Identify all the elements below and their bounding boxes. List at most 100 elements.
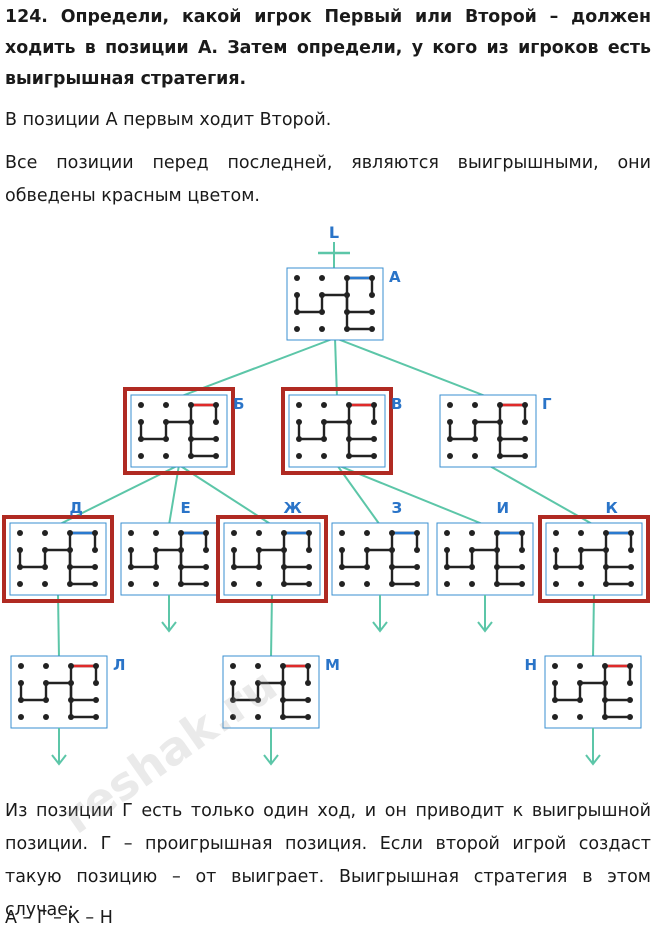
grid-dot <box>67 547 73 553</box>
grid-dot <box>128 530 134 536</box>
grid-dot <box>231 564 237 570</box>
grid-dot <box>414 530 420 536</box>
grid-dot <box>552 697 558 703</box>
grid-dot <box>43 663 49 669</box>
grid-dot <box>494 530 500 536</box>
grid-dot <box>255 680 261 686</box>
grid-dot <box>163 453 169 459</box>
grid-dot <box>346 402 352 408</box>
grid-dot <box>163 402 169 408</box>
grid-dot <box>296 436 302 442</box>
grid-dot <box>178 564 184 570</box>
arrow-head <box>372 621 388 633</box>
grid-dot <box>294 292 300 298</box>
grid-dot <box>389 581 395 587</box>
grid-dot <box>153 581 159 587</box>
position-label-I: И <box>497 499 510 517</box>
grid-dot <box>369 326 375 332</box>
grid-dot <box>281 530 287 536</box>
grid-dot <box>627 697 633 703</box>
grid-dot <box>447 453 453 459</box>
grid-dot <box>213 436 219 442</box>
grid-dot <box>444 530 450 536</box>
task-title: 124. Определи, какой игрок Первый или Вт… <box>5 7 651 89</box>
grid-dot <box>578 530 584 536</box>
position-Zh: Ж <box>216 499 328 603</box>
position-Z: З <box>331 499 429 596</box>
grid-dot <box>522 419 528 425</box>
grid-dot <box>230 697 236 703</box>
grid-dot <box>603 530 609 536</box>
start-label: L <box>329 223 339 242</box>
grid-dot <box>296 419 302 425</box>
grid-dot <box>339 530 345 536</box>
grid-dot <box>138 453 144 459</box>
grid-dot <box>444 581 450 587</box>
grid-dot <box>93 663 99 669</box>
grid-dot <box>67 564 73 570</box>
grid-dot <box>138 419 144 425</box>
position-G: Г <box>439 394 552 468</box>
position-frame <box>331 522 429 596</box>
grid-dot <box>364 530 370 536</box>
grid-dot <box>153 530 159 536</box>
grid-dot <box>163 419 169 425</box>
grid-dot <box>346 436 352 442</box>
grid-dot <box>414 564 420 570</box>
solution-paragraph-2: Все позиции перед последней, являются вы… <box>5 153 651 206</box>
grid-dot <box>128 581 134 587</box>
grid-dot <box>578 564 584 570</box>
grid-dot <box>371 419 377 425</box>
position-label-Zh: Ж <box>284 499 303 517</box>
grid-dot <box>153 547 159 553</box>
grid-dot <box>68 680 74 686</box>
grid-dot <box>577 663 583 669</box>
grid-dot <box>344 275 350 281</box>
grid-dot <box>344 309 350 315</box>
grid-dot <box>319 326 325 332</box>
grid-dot <box>68 714 74 720</box>
grid-dot <box>346 419 352 425</box>
grid-dot <box>188 419 194 425</box>
arrow-head <box>585 754 601 766</box>
grid-dot <box>17 581 23 587</box>
position-M: М <box>222 655 340 729</box>
grid-dot <box>128 564 134 570</box>
grid-dot <box>339 547 345 553</box>
grid-dot <box>280 680 286 686</box>
grid-dot <box>296 453 302 459</box>
grid-dot <box>602 663 608 669</box>
grid-dot <box>294 309 300 315</box>
winning-highlight <box>123 387 235 475</box>
grid-dot <box>255 697 261 703</box>
arrow-head <box>477 621 493 633</box>
grid-dot <box>256 581 262 587</box>
grid-dot <box>230 680 236 686</box>
grid-dot <box>472 453 478 459</box>
grid-dot <box>68 663 74 669</box>
grid-dot <box>469 530 475 536</box>
position-label-A: А <box>389 268 401 286</box>
grid-dot <box>414 547 420 553</box>
grid-dot <box>305 680 311 686</box>
grid-dot <box>188 402 194 408</box>
grid-dot <box>306 530 312 536</box>
grid-dot <box>67 581 73 587</box>
grid-dot <box>444 564 450 570</box>
position-N: Н <box>524 655 642 729</box>
grid-dot <box>627 680 633 686</box>
grid-dot <box>230 663 236 669</box>
grid-dot <box>469 547 475 553</box>
tree-edge <box>334 337 489 398</box>
grid-dot <box>213 402 219 408</box>
arrow-head <box>161 621 177 633</box>
grid-dot <box>296 402 302 408</box>
winning-highlight <box>216 515 328 603</box>
grid-dot <box>346 453 352 459</box>
position-V: В <box>281 387 402 475</box>
position-label-G: Г <box>542 395 552 413</box>
grid-dot <box>306 581 312 587</box>
grid-dot <box>231 581 237 587</box>
grid-dot <box>447 436 453 442</box>
